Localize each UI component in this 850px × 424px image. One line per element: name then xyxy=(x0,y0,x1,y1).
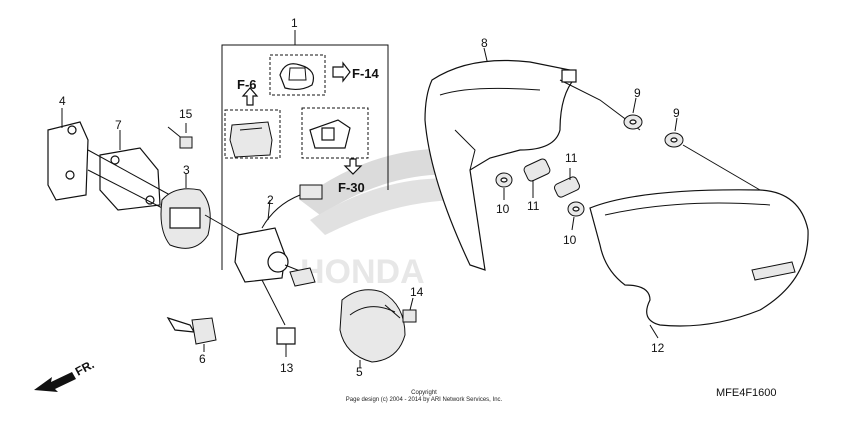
callout-10-a: 10 xyxy=(496,202,510,216)
callout-15: 15 xyxy=(179,107,193,121)
part-7-plate xyxy=(87,130,171,213)
f6-detail-box xyxy=(224,87,281,159)
ref-f30: F-30 xyxy=(338,180,365,195)
callout-14: 14 xyxy=(410,285,424,299)
callout-11-a: 11 xyxy=(527,199,540,213)
ignition-switch-assembly-box xyxy=(221,30,389,270)
copyright-line-2: Page design (c) 2004 - 2014 by ARI Netwo… xyxy=(346,397,503,403)
part-11-damper-a xyxy=(523,158,551,198)
part-12-right-side-cover xyxy=(589,189,809,339)
part-10-grommet-a xyxy=(495,172,513,200)
front-arrow-icon xyxy=(34,372,76,392)
front-direction-marker: FR. xyxy=(34,357,96,392)
callout-5: 5 xyxy=(356,365,363,379)
part-4-bracket xyxy=(47,108,89,201)
callout-13: 13 xyxy=(280,361,294,375)
f30-arrow-icon xyxy=(343,158,363,175)
part-13-screw xyxy=(261,279,296,357)
f14-detail-box xyxy=(269,54,351,96)
watermark-text: HONDA xyxy=(300,253,425,291)
callout-7: 7 xyxy=(115,118,122,132)
part-3-rubber-mount xyxy=(160,173,241,249)
part-11-damper-b xyxy=(553,168,581,198)
callout-11-b: 11 xyxy=(565,151,578,165)
part-9-grommet-b xyxy=(664,117,761,191)
part-9-grommet-a xyxy=(623,97,643,130)
callout-1: 1 xyxy=(291,16,298,30)
callout-9-b: 9 xyxy=(673,106,680,120)
part-5-switch-cover xyxy=(339,289,406,368)
part-6-key xyxy=(166,316,217,352)
ref-f14: F-14 xyxy=(352,66,380,81)
ref-f6: F-6 xyxy=(237,77,257,92)
part-10-grommet-b xyxy=(567,201,585,231)
part-2-ignition-switch xyxy=(234,184,323,287)
copyright-line-1: Copyright xyxy=(411,390,437,396)
f6-arrow-icon xyxy=(241,87,259,106)
f14-arrow-icon xyxy=(332,61,351,83)
part-15-bolt xyxy=(167,123,193,149)
fr-label: FR. xyxy=(73,357,97,378)
honda-wing-watermark: HONDA xyxy=(300,148,470,291)
callout-3: 3 xyxy=(183,163,190,177)
callout-9-a: 9 xyxy=(634,86,641,100)
callout-12: 12 xyxy=(651,341,665,355)
diagram-code: MFE4F1600 xyxy=(716,387,777,399)
callout-8: 8 xyxy=(481,36,488,50)
callout-10-b: 10 xyxy=(563,233,577,247)
callout-numbers: 1 2 3 4 5 6 7 8 9 9 10 10 11 11 12 13 14… xyxy=(59,16,680,379)
callout-4: 4 xyxy=(59,94,66,108)
f30-detail-box xyxy=(301,107,369,175)
callout-6: 6 xyxy=(199,352,206,366)
part-14-screw xyxy=(384,297,417,323)
callout-2: 2 xyxy=(267,193,274,207)
